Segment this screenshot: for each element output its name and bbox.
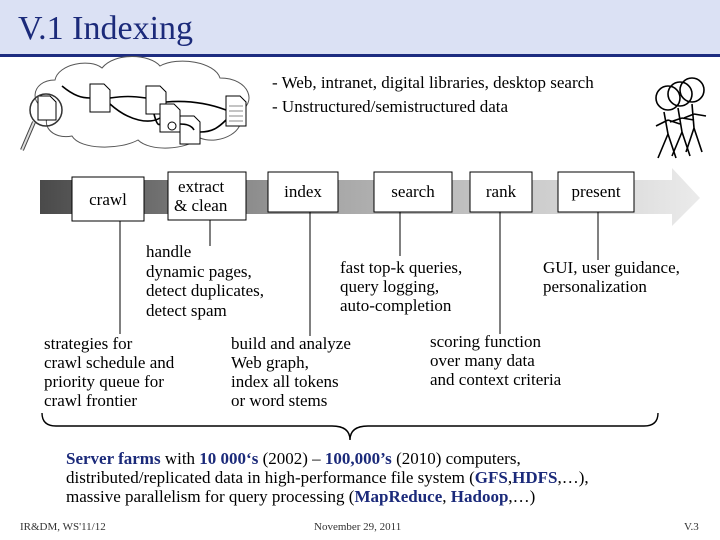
- count-2002: 10 000‘s: [199, 449, 259, 468]
- hdfs-term: HDFS: [512, 468, 558, 487]
- text-span: with: [160, 449, 200, 468]
- stage-box-extract: [167, 171, 247, 221]
- server-farms-line3: massive parallelism for query processing…: [66, 488, 535, 506]
- note-crawl-line: priority queue for: [44, 372, 164, 391]
- note-rank-line: over many data: [430, 351, 535, 370]
- people-icon: [655, 77, 707, 159]
- stage-search: search: [391, 182, 435, 201]
- text-span: ,…),: [557, 468, 589, 487]
- note-handle-line: detect duplicates,: [146, 281, 265, 300]
- note-crawl-line: crawl frontier: [44, 391, 137, 410]
- server-farms-line1: Server farms with 10 000‘s (2002) – 100,…: [66, 450, 521, 468]
- stage-box-search: [373, 171, 453, 213]
- stage-box-crawl: [71, 176, 145, 222]
- scope-note-data: - Unstructured/semistructured data: [272, 97, 509, 116]
- server-farms-line2: distributed/replicated data in high-perf…: [66, 469, 589, 487]
- note-handle-line: detect spam: [146, 300, 227, 320]
- text-span: (2010) computers,: [391, 449, 521, 468]
- note-search-line: auto-completion: [340, 296, 452, 315]
- note-present: GUI, user guidance, personalization: [543, 258, 680, 296]
- text-span: ,: [507, 468, 513, 487]
- note-present-line: GUI, user guidance,: [543, 258, 680, 277]
- stage-present: present: [571, 182, 621, 201]
- note-index-line: Web graph,: [231, 353, 309, 372]
- stage-extract: extract & clean: [168, 177, 252, 215]
- note-present-line: personalization: [543, 277, 647, 296]
- footer-page-number: V.3: [684, 521, 699, 533]
- note-search-line: fast top-k queries,: [340, 258, 463, 277]
- document-icon: [159, 103, 181, 133]
- text-span: massive parallelism for query processing…: [66, 487, 355, 506]
- server-farms-term: Server farms: [66, 449, 161, 468]
- count-2010: 100,000’s: [324, 449, 392, 468]
- note-index-line: build and analyze: [231, 334, 351, 353]
- gfs-term: GFS: [474, 468, 508, 487]
- hadoop-term: Hadoop: [450, 487, 509, 506]
- text-span: ,…): [508, 487, 536, 506]
- note-handle: handle dynamic pages, detect duplicates,…: [146, 242, 264, 320]
- magnifier-icon: [20, 93, 63, 151]
- cloud-icon: [34, 56, 250, 149]
- mapreduce-term: MapReduce: [354, 487, 443, 506]
- text-span: (2002) –: [258, 449, 325, 468]
- note-index-line: index all tokens: [231, 372, 339, 391]
- note-rank-line: and context criteria: [430, 370, 562, 389]
- note-search: fast top-k queries, query logging, auto-…: [340, 258, 462, 315]
- stage-extract-line2: & clean: [174, 196, 228, 215]
- note-handle-line: dynamic pages,: [146, 261, 252, 281]
- stage-box-rank: [469, 171, 533, 213]
- stage-index: index: [284, 182, 322, 201]
- text-span: ,: [442, 487, 451, 506]
- note-crawl-line: strategies for: [44, 334, 133, 353]
- stage-box-index: [267, 171, 339, 213]
- slide-title: V.1 Indexing: [18, 10, 194, 47]
- document-icon: [179, 115, 201, 145]
- note-crawl: strategies for crawl schedule and priori…: [44, 334, 174, 410]
- note-index: build and analyze Web graph, index all t…: [231, 334, 351, 410]
- document-icon: [89, 83, 111, 113]
- note-index-line: or word stems: [231, 391, 328, 410]
- footer-date: November 29, 2011: [314, 521, 402, 533]
- title-bar: [0, 0, 720, 57]
- stage-rank: rank: [485, 182, 517, 201]
- note-rank-line: scoring function: [430, 332, 541, 351]
- stage-box-present: [557, 171, 635, 213]
- text-span: distributed/replicated data in high-perf…: [66, 468, 475, 487]
- stage-crawl: crawl: [89, 190, 127, 209]
- note-search-line: query logging,: [340, 277, 440, 296]
- stage-extract-line1: extract: [178, 177, 225, 196]
- scope-note-web: - Web, intranet, digital libraries, desk…: [272, 73, 594, 92]
- footer-course: IR&DM, WS'11/12: [20, 521, 106, 533]
- note-rank: scoring function over many data and cont…: [430, 332, 561, 389]
- note-crawl-line: crawl schedule and: [44, 353, 175, 372]
- note-handle-line: handle: [146, 242, 192, 261]
- brace: [41, 412, 659, 441]
